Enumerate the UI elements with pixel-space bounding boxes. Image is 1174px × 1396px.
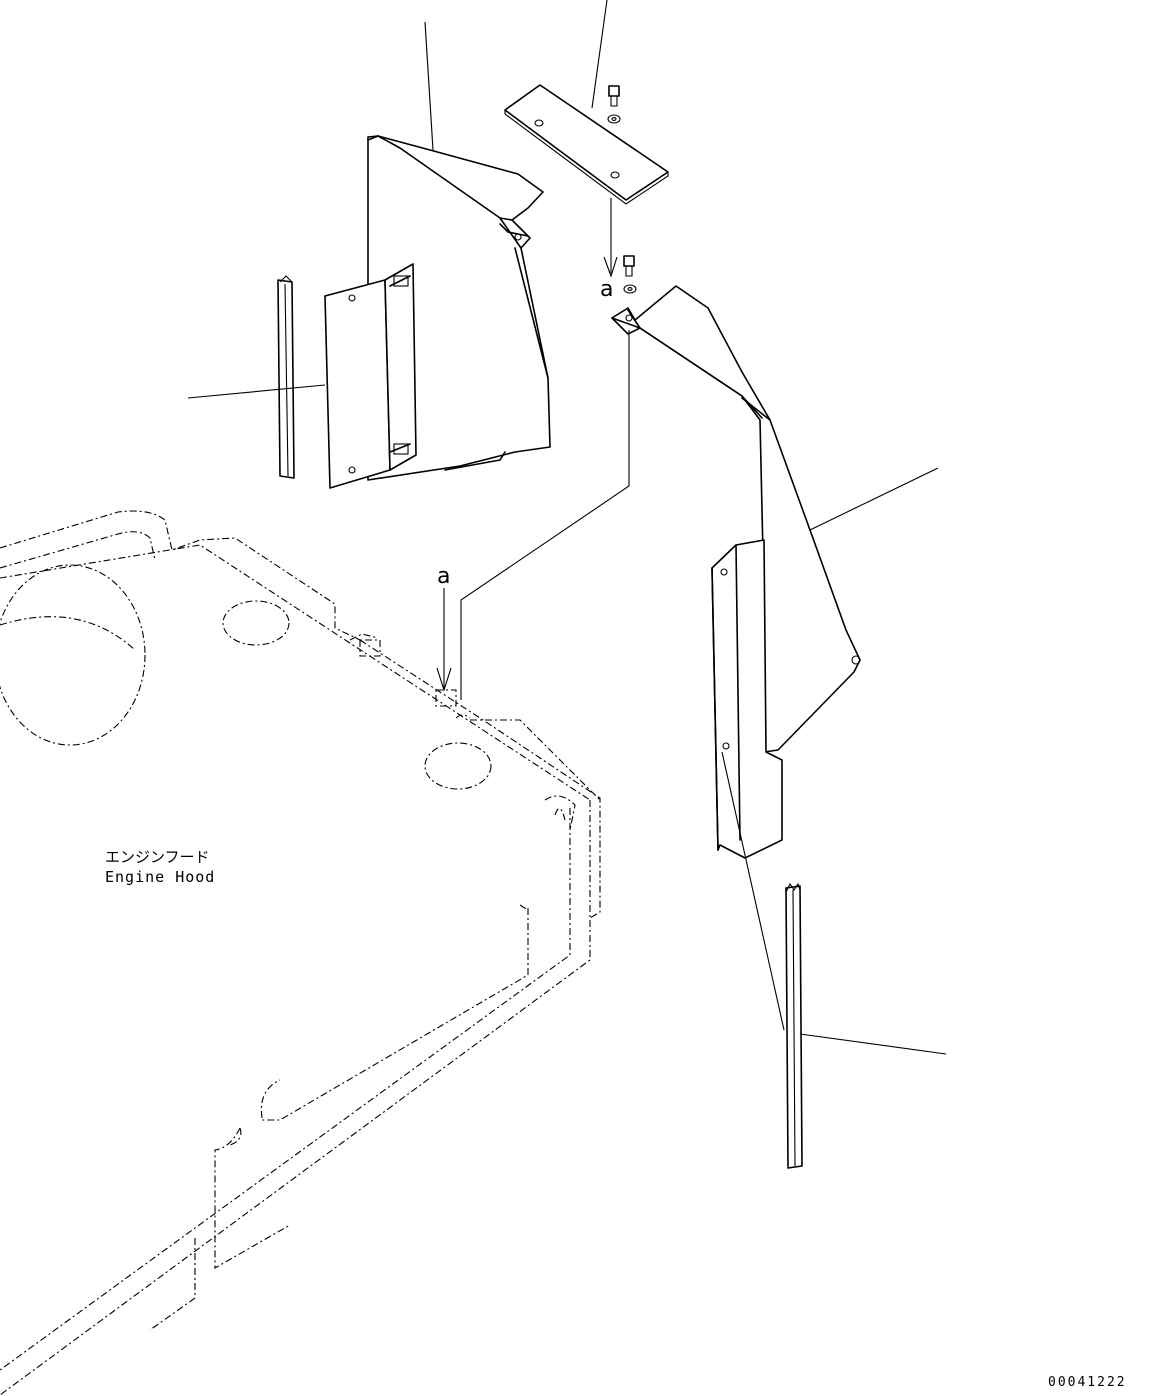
right-seal-strip xyxy=(785,882,803,1169)
arrow-a-lower: a xyxy=(436,564,452,692)
right-cover-panel xyxy=(611,285,861,753)
callout-a-upper: a xyxy=(600,277,613,302)
leader-top-plate xyxy=(591,0,608,109)
top-plate xyxy=(504,84,669,205)
left-bracket xyxy=(324,263,417,489)
callout-a-lower: a xyxy=(437,564,450,589)
drawing-number: 00041222 xyxy=(1048,1375,1127,1390)
bolt-right xyxy=(623,255,637,294)
connector-line-a xyxy=(460,330,630,700)
leader-right-cover xyxy=(809,467,939,531)
bolt-top xyxy=(607,85,621,124)
engine-hood-outline xyxy=(0,510,601,1396)
engine-hood-label-jp: エンジンフード xyxy=(105,848,210,866)
right-bracket xyxy=(711,539,783,859)
engine-hood-label-en: Engine Hood xyxy=(105,868,215,886)
leader-left-strip xyxy=(187,384,326,399)
arrow-a-upper: a xyxy=(600,198,618,302)
leader-right-strip xyxy=(799,1033,947,1055)
guide-line-right xyxy=(721,751,785,1031)
left-seal-strip xyxy=(277,275,295,479)
leader-left-cover xyxy=(424,21,434,151)
